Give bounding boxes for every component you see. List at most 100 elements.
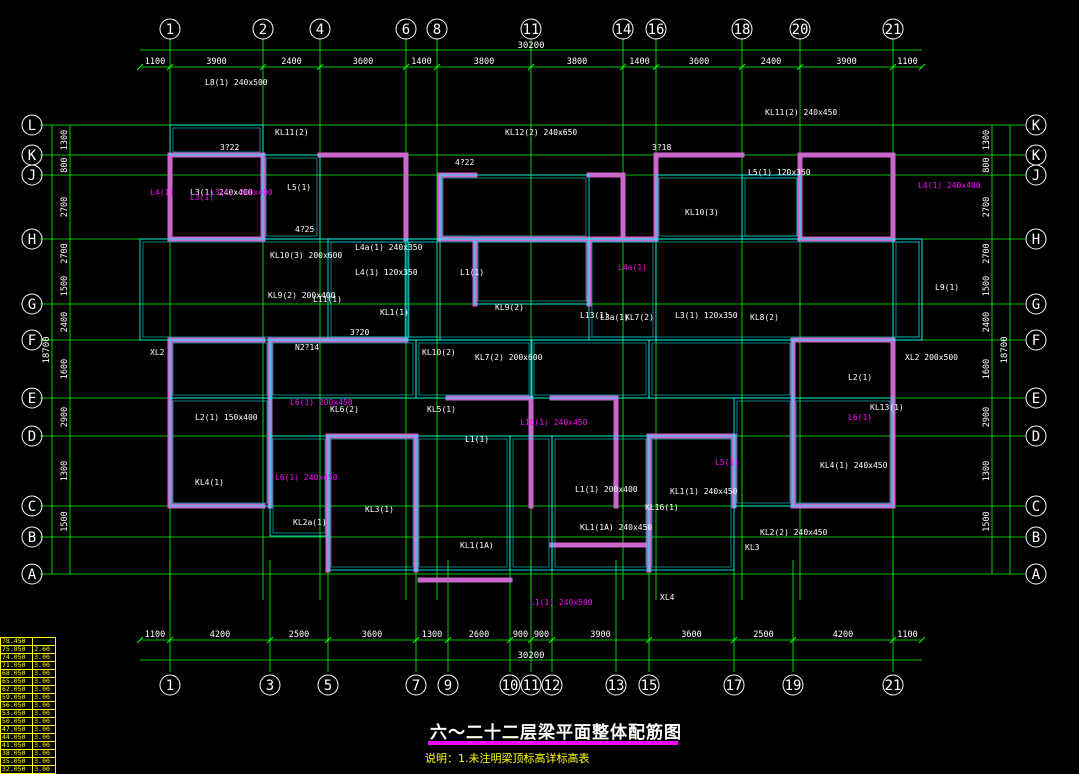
beam-outline-23 — [792, 397, 894, 507]
grid-bubble-left-E-circle — [21, 387, 43, 409]
grid-bubble-left-B-circle — [21, 526, 43, 548]
grid-bubble-right-G-label: G — [1032, 297, 1040, 313]
grid-bubble-bottom-3-label: 3 — [266, 678, 274, 694]
dim-top-value-11: 1100 — [897, 57, 917, 67]
dim-bottom-tick-13 — [918, 636, 926, 644]
grid-bubble-right-A-circle — [1025, 563, 1047, 585]
dim-left-value-8: 1300 — [60, 461, 70, 481]
grid-bubble-left-E-label: E — [28, 391, 36, 407]
beam-inner-17 — [330, 438, 414, 568]
beam-lines — [139, 124, 923, 571]
dim-bottom-tick-5 — [444, 636, 452, 644]
grid-bubble-top-21-circle — [882, 18, 904, 40]
beam-label-19: L3a(1) — [600, 313, 629, 322]
grid-bubble-top-11-label: 11 — [523, 22, 540, 38]
grid-bubble-bottom-11-circle — [520, 674, 542, 696]
grid-bubble-left-L-label: L — [28, 118, 36, 134]
dim-left-value-6: 1600 — [60, 359, 70, 379]
grid-bubble-right-F-label: F — [1032, 333, 1040, 349]
beam-label-18: L9(1) — [935, 283, 959, 292]
grid-bubble-right-H-circle — [1025, 228, 1047, 250]
dim-top-value-2: 2400 — [281, 57, 301, 67]
dim-top-value-5: 3800 — [474, 57, 494, 67]
grid-bubble-top-2-label: 2 — [259, 22, 267, 38]
beam-label-46: 4?22 — [455, 158, 474, 167]
beam-label-21: L3(1) 120x350 — [675, 311, 738, 320]
drawing-note: 说明：1.未注明梁顶标高详标高表 — [425, 752, 590, 765]
grid-bubble-right-C-circle — [1025, 495, 1047, 517]
beam-label-31: KL3(1) — [365, 505, 394, 514]
beam-label-11: KL9(2) 200x400 — [268, 291, 336, 300]
grid-bubble-left-G-label: G — [28, 297, 36, 313]
beam-outline-24 — [892, 238, 923, 341]
grid-bubble-right-G-circle — [1025, 293, 1047, 315]
grid-bubble-left-C-label: C — [28, 499, 36, 515]
dim-right-value-7: 2900 — [982, 407, 992, 427]
grid-bubble-bottom-21-label: 21 — [885, 678, 902, 694]
beam-outline-8 — [655, 174, 801, 240]
beam-outline-1 — [169, 124, 264, 156]
beam-label-26: L1(1) — [465, 435, 489, 444]
dim-bottom-value-5: 2600 — [469, 630, 489, 640]
dim-bottom-value-10: 2500 — [753, 630, 773, 640]
dim-bottom-tick-10 — [730, 636, 738, 644]
beam-inner-12 — [418, 342, 530, 396]
grid-bubble-top-11-circle — [520, 18, 542, 40]
dim-bottom-tick-9 — [645, 636, 653, 644]
dim-bottom-tick-8 — [548, 636, 556, 644]
beam-label-9: L4a(1) 240x350 — [355, 243, 423, 252]
beam-label-40: KL3 — [745, 543, 760, 552]
beam-label-14: L1(1) — [460, 268, 484, 277]
grid-bubble-bottom-10-circle — [499, 674, 521, 696]
dim-bottom-value-7: 900 — [534, 630, 549, 640]
dim-top-value-0: 1100 — [145, 57, 165, 67]
beam-outline-9 — [741, 174, 801, 240]
dim-left-total: 18700 — [42, 336, 52, 363]
grid-bubble-left-D-circle — [21, 425, 43, 447]
dim-top-value-4: 1400 — [411, 57, 431, 67]
beam-label-35: KL1(1A) 240x450 — [580, 523, 652, 532]
grid-bubble-left-A-label: A — [28, 567, 37, 583]
dim-top-tick-0 — [136, 63, 144, 71]
beam-outline-22 — [733, 397, 794, 507]
dim-bottom-tick-7 — [527, 636, 535, 644]
beam-label-42: XL4 — [660, 593, 675, 602]
dim-right-value-2: 2700 — [982, 197, 992, 217]
beam-label-15: KL8(2) — [750, 313, 779, 322]
beam-label-8: KL10(3) 200x600 — [270, 251, 342, 260]
dim-top-value-7: 1400 — [629, 57, 649, 67]
grid-bubble-bottom-3-circle — [259, 674, 281, 696]
beam-outline-10 — [169, 339, 271, 399]
beam-label-13: KL1(1) — [380, 308, 409, 317]
beam-label-10: L4(1) 120x350 — [355, 268, 418, 277]
level-elevation: 32.050 — [0, 765, 34, 774]
dim-left-value-0: 1300 — [60, 130, 70, 150]
grid-bubble-bottom-7-label: 7 — [412, 678, 420, 694]
grid-bubble-top-1-label: 1 — [166, 22, 174, 38]
grid-bubble-bottom-5-label: 5 — [324, 678, 332, 694]
dim-left-value-5: 2400 — [60, 312, 70, 332]
dim-right-value-3: 2700 — [982, 243, 992, 263]
beam-label-29: KL13(1) — [870, 403, 904, 412]
grid-bubble-top-14-circle — [612, 18, 634, 40]
beam-label-27: L2(1) 150x400 — [195, 413, 258, 422]
dim-bottom-value-8: 3900 — [590, 630, 610, 640]
beam-label-accent-0: L4(1) — [150, 188, 174, 197]
grid-bubble-top-16-label: 16 — [648, 22, 665, 38]
beam-label-49: 3?18 — [652, 143, 671, 152]
beam-inner-11 — [272, 342, 414, 396]
beam-label-accent-5: L5(1) — [715, 458, 739, 467]
beam-label-39: KL16(1) — [645, 503, 679, 512]
dim-right-value-9: 1500 — [982, 511, 992, 531]
dim-bottom-value-6: 900 — [513, 630, 528, 640]
beam-inner-5 — [442, 177, 587, 237]
beam-label-33: KL1(1A) — [460, 541, 494, 550]
dim-bottom-tick-6 — [506, 636, 514, 644]
grid-bubble-top-8-label: 8 — [433, 22, 441, 38]
beam-outline-5 — [439, 174, 590, 240]
grid-bubble-left-K-label: K — [28, 148, 37, 164]
dim-top-tick-11 — [889, 63, 897, 71]
